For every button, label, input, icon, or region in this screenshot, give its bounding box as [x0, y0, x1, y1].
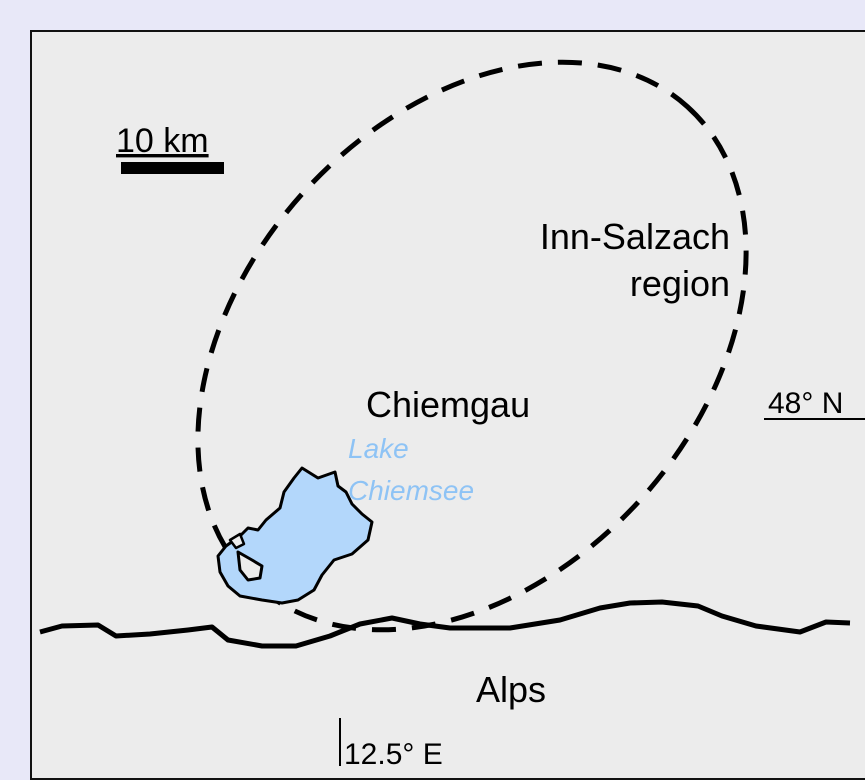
lake-shore-detail: [228, 532, 246, 550]
latitude-label: 48° N: [768, 387, 843, 420]
alps-boundary-line: [39, 599, 851, 649]
alps-label: Alps: [476, 669, 546, 710]
lake-island-shape: [236, 550, 264, 582]
lake-label-line2: Chiemsee: [348, 475, 474, 506]
inn-salzach-region-boundary: [195, 59, 749, 633]
region-label-line2: region: [630, 263, 730, 304]
longitude-label: 12.5° E: [344, 738, 443, 766]
lake-label-line1: Lake: [348, 433, 409, 464]
scale-bar: [121, 162, 224, 174]
scale-bar-label: 10 km: [116, 122, 209, 160]
chiemgau-label: Chiemgau: [366, 384, 530, 425]
region-label-line1: Inn-Salzach: [540, 216, 730, 257]
